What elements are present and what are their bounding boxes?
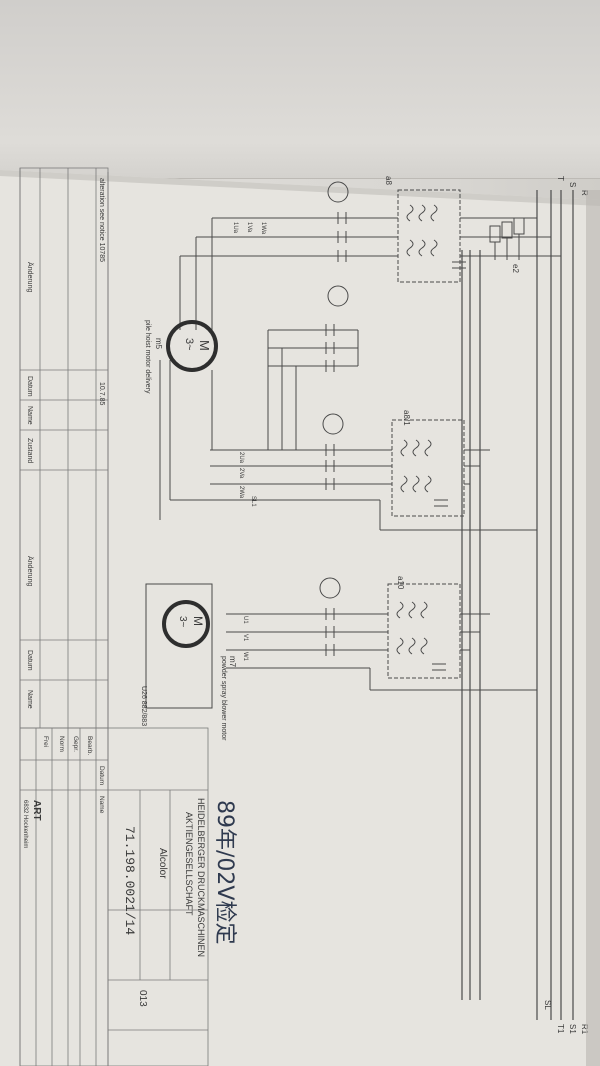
row-bearb: Bearb. — [86, 736, 93, 755]
drawing-number: 71.198.0021/14 — [122, 826, 137, 935]
motor-m5-ref: m5 — [154, 338, 163, 350]
change-date-label-2: Datum — [26, 650, 33, 671]
contactor-a8 — [397, 189, 466, 283]
contactor-a8-1-label: a8/1 — [402, 410, 411, 426]
change-label: Änderung — [26, 262, 34, 292]
change-name-label-2: Name — [26, 690, 33, 709]
change-state-label: Zustand — [26, 438, 33, 463]
change-table — [19, 167, 109, 729]
previous-sheet — [0, 0, 600, 179]
bus-t-bottom: T1 — [556, 1024, 565, 1034]
terminal-w1: W1 — [242, 652, 248, 662]
terminal-2wa: 2Wa — [238, 486, 244, 499]
company-name-2: AKTIENGESELLSCHAFT — [184, 812, 194, 916]
row-frei: Frei — [42, 736, 49, 747]
terminal-1ua: 1Ua — [232, 222, 238, 234]
bus-r-bottom: R1 — [580, 1024, 589, 1035]
motor-m7-ref: m7 — [228, 656, 237, 668]
terminal-2ua: 2Ua — [238, 452, 244, 464]
terminal-1wa: 1Wa — [260, 222, 266, 235]
motor-m5: M 3~ — [166, 320, 218, 372]
bus-r-top: R — [580, 190, 589, 196]
handwritten-note: 89年/02V检定 — [212, 800, 237, 944]
col-name: Name — [98, 796, 105, 814]
terminal-2va: 2Va — [238, 468, 244, 479]
motor-m7-letter: M — [191, 616, 205, 626]
row-norm: Norm — [58, 736, 65, 752]
bus-s-bottom: S1 — [568, 1024, 577, 1034]
motor-m7: M 3~ — [162, 600, 210, 648]
motor-m5-phase: 3~ — [183, 338, 195, 351]
bus-s-top: S — [568, 182, 577, 187]
contactor-a8-label: a8 — [384, 176, 393, 185]
drawing-paper — [0, 170, 600, 1066]
motor-m5-letter: M — [197, 340, 212, 351]
motor-m5-desc: pile hoist motor delivery — [144, 320, 151, 394]
change-label-2: Änderung — [26, 556, 34, 586]
company-name-1: HEIDELBERGER DRUCKMASCHINEN — [196, 798, 206, 957]
change-name-label: Name — [26, 406, 33, 425]
alteration-note: alteration see notice 10785 — [98, 178, 105, 262]
terminal-1va: 1Va — [246, 222, 252, 233]
date-signature: 10.7.85 — [98, 382, 105, 405]
design-text: Alcolor — [157, 848, 168, 879]
company-logo: ART — [31, 800, 42, 821]
terminal-sl1: SL1 — [250, 496, 256, 507]
terminal-u1: U1 — [242, 616, 248, 624]
row-gepr: Gepr. — [72, 736, 79, 752]
company-city: 6832 Hockenheim — [22, 800, 28, 848]
motor-m7-enclosure — [145, 583, 213, 709]
contactor-a10 — [387, 583, 461, 679]
fuse-label: e2 — [511, 264, 520, 273]
motor-m7-phase: 3~ — [177, 616, 188, 628]
motor-m7-desc: powder spray blower motor — [220, 656, 227, 741]
contactor-a10-label: a10 — [396, 576, 405, 590]
change-date-label: Datum — [26, 376, 33, 397]
terminal-v1: V1 — [242, 634, 248, 642]
contactor-a8-1 — [391, 419, 465, 517]
sheet-number: 013 — [137, 990, 148, 1007]
bus-t-top: T — [556, 176, 565, 181]
bus-sl: SL — [543, 1000, 552, 1010]
signal-lamp-1 — [319, 181, 349, 599]
bus-bars — [461, 190, 574, 1020]
col-datum: Datum — [98, 766, 105, 785]
title-block — [19, 727, 209, 1066]
ref-box: U26 882/883 — [140, 686, 147, 726]
